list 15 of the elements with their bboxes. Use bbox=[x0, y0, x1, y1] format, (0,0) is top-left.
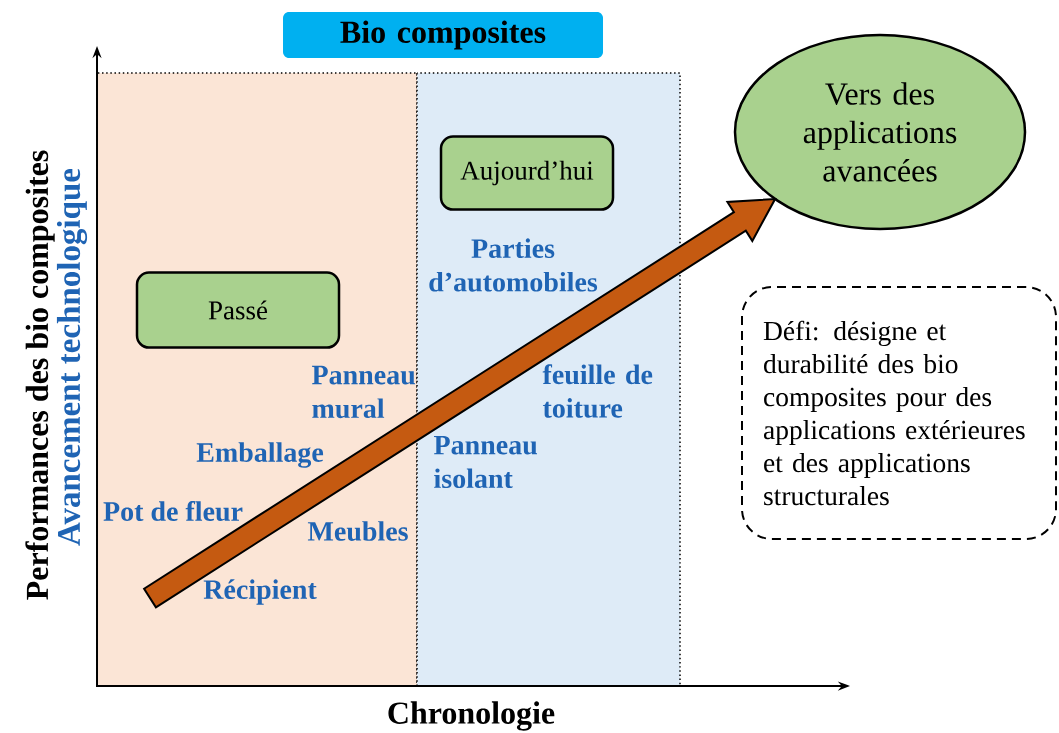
application-label: Parties d’automobiles bbox=[429, 238, 598, 292]
axis-title: Performances des bio composites bbox=[25, 150, 55, 600]
stage-box: Passé bbox=[135, 271, 341, 349]
application-label: Récipient bbox=[203, 579, 317, 605]
application-label: Emballage bbox=[196, 442, 324, 468]
axis-title: Chronologie bbox=[388, 701, 555, 731]
stage-box: Aujourd’hui bbox=[439, 135, 615, 211]
application-label: feuille de toiture bbox=[542, 364, 653, 418]
application-label: Avancement technologique bbox=[56, 168, 88, 546]
challenge-box: Défi: désigne et durabilité des bio composites pour des applications extérieures et des applications structurales bbox=[741, 286, 1057, 540]
title-banner: Bio composites bbox=[283, 12, 603, 58]
application-label: Pot de fleur bbox=[103, 501, 243, 522]
application-label: Panneau mural bbox=[312, 365, 415, 419]
application-label: Meubles bbox=[307, 521, 408, 541]
application-label: Panneau isolant bbox=[434, 435, 537, 489]
